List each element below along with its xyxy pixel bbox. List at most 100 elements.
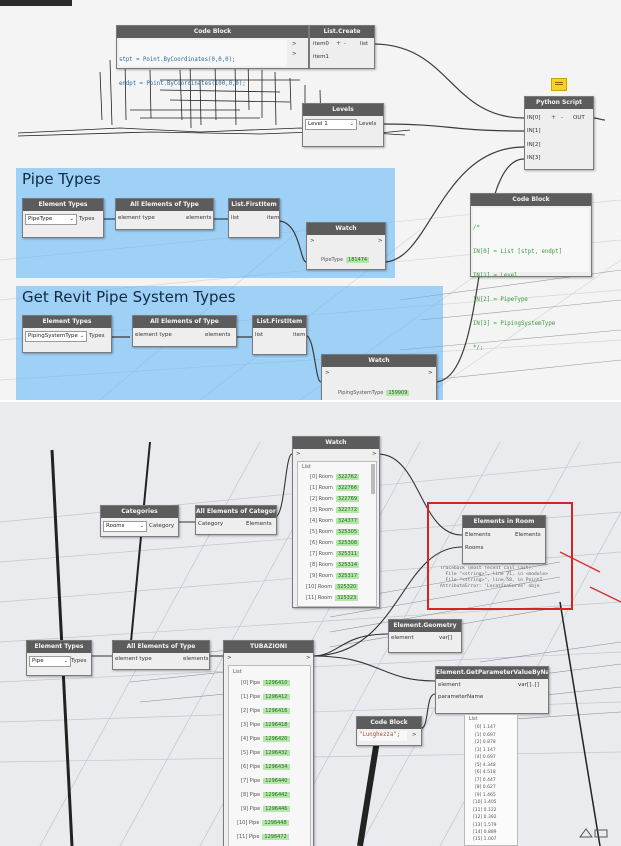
output-port-elements[interactable]: elements — [186, 215, 212, 221]
output-port-elements[interactable]: Elements — [515, 532, 541, 538]
element-types-node[interactable]: Element Types PipeType ⌄ Types — [22, 198, 104, 238]
input-port-category[interactable]: Category — [198, 521, 224, 527]
list-first-item-node[interactable]: List.FirstItem list item — [252, 315, 307, 355]
remove-input-button[interactable]: - — [344, 40, 347, 47]
output-port[interactable]: > — [292, 51, 297, 57]
output-port-types[interactable]: Types — [89, 333, 105, 339]
input-port[interactable]: > — [227, 655, 232, 661]
input-port-elements[interactable]: Elements — [465, 532, 491, 538]
scrollbar[interactable] — [371, 464, 375, 494]
remove-input-button[interactable]: - — [561, 114, 564, 121]
input-port-in2[interactable]: IN[2] — [527, 142, 541, 148]
input-port-in1[interactable]: IN[1] — [527, 128, 541, 134]
view-toggle[interactable] — [578, 824, 610, 839]
code-block-node[interactable]: Code Block "Lunghezza"; > — [356, 716, 422, 746]
input-port-item1[interactable]: item1 — [313, 54, 329, 60]
output-port-elements[interactable]: elements — [205, 332, 231, 338]
parameter-values-list[interactable]: List [0] 1.147 [1] 0.697 [2] 0.878 [3] 1… — [464, 714, 518, 846]
all-elements-of-type-node[interactable]: All Elements of Type element type elemen… — [112, 640, 210, 670]
add-input-button[interactable]: + — [551, 114, 557, 121]
code-editor[interactable]: /* IN[0] = List [stpt, endpt] IN[1] = Le… — [473, 208, 589, 351]
code-block-node[interactable]: Code Block stpt = Point.ByCoordinates(0,… — [116, 25, 309, 87]
list-first-item-node[interactable]: List.FirstItem list item — [228, 198, 280, 238]
input-port-element[interactable]: element — [438, 682, 461, 688]
geometry-view-icon[interactable] — [578, 827, 610, 839]
element-types-dropdown[interactable]: PipeType ⌄ — [25, 214, 77, 225]
output-port[interactable]: > — [306, 655, 311, 661]
input-port-element[interactable]: element — [391, 635, 414, 641]
list-create-node[interactable]: List.Create item0 + - list item1 — [309, 25, 375, 69]
all-elements-of-type-node[interactable]: All Elements of Type element type elemen… — [115, 198, 214, 230]
element-types-dropdown[interactable]: Pipe ⌄ — [29, 656, 71, 667]
output-port[interactable]: > — [372, 451, 377, 457]
input-port-list[interactable]: list — [255, 332, 264, 338]
list-item: [3] 1.147 — [475, 747, 496, 753]
all-elements-of-type-node[interactable]: All Elements of Type element type elemen… — [132, 315, 237, 347]
dropdown-value: Level 1 — [308, 121, 328, 127]
node-title: Element Types — [23, 199, 103, 211]
input-port-in0[interactable]: IN[0] — [527, 115, 541, 121]
panel-divider — [0, 400, 621, 402]
element-types-dropdown[interactable]: PipingSystemType ⌄ — [25, 331, 87, 342]
python-script-node[interactable]: Python Script IN[0] + - OUT IN[1] IN[2] … — [524, 96, 594, 170]
code-block-comment-node[interactable]: Code Block /* IN[0] = List [stpt, endpt]… — [470, 193, 592, 351]
top-canvas[interactable]: Pipe Types Get Revit Pipe System Types C… — [0, 0, 621, 400]
input-port-element-type[interactable]: element type — [118, 215, 155, 221]
output-port-types[interactable]: Types — [71, 658, 87, 664]
code-editor[interactable]: stpt = Point.ByCoordinates(0,0,0); endpt… — [119, 40, 287, 87]
element-types-node[interactable]: Element Types Pipe ⌄ Types — [26, 640, 92, 676]
output-port-item[interactable]: item — [293, 332, 306, 338]
element-types-node[interactable]: Element Types PipingSystemType ⌄ Types — [22, 315, 112, 353]
output-port-category[interactable]: Category — [149, 523, 175, 529]
categories-node[interactable]: Categories Rooms ⌄ Category — [100, 505, 179, 537]
output-port-out[interactable]: OUT — [573, 115, 585, 121]
element-geometry-node[interactable]: Element.Geometry element var[] — [388, 619, 462, 653]
output-port-var[interactable]: var[] — [439, 635, 453, 641]
output-port[interactable]: > — [292, 41, 297, 47]
output-port-levels[interactable]: Levels — [359, 121, 377, 127]
note-icon[interactable] — [551, 78, 567, 91]
bottom-canvas[interactable]: Categories Rooms ⌄ Category All Elements… — [0, 402, 621, 846]
input-port-parameter-name[interactable]: parameterName — [438, 694, 484, 700]
output-port-var[interactable]: var[]..[] — [518, 682, 539, 688]
categories-dropdown[interactable]: Rooms ⌄ — [103, 521, 147, 532]
output-port-list[interactable]: list — [360, 41, 369, 47]
get-parameter-value-node[interactable]: Element.GetParameterValueByName element … — [435, 666, 549, 714]
input-port[interactable]: > — [310, 238, 315, 244]
output-port[interactable]: > — [378, 238, 383, 244]
input-port-item0[interactable]: item0 — [313, 41, 329, 47]
output-port-elements[interactable]: elements — [183, 656, 209, 662]
levels-node[interactable]: Levels Level 1 ⌄ Levels — [302, 103, 384, 147]
code-editor[interactable]: "Lunghezza"; — [359, 731, 407, 741]
output-port-elements[interactable]: Elements — [246, 521, 272, 527]
output-port[interactable]: > — [412, 732, 417, 738]
all-elements-of-category-node[interactable]: All Elements of Category Category Elemen… — [195, 505, 277, 535]
levels-dropdown[interactable]: Level 1 ⌄ — [305, 119, 357, 130]
output-port[interactable]: > — [428, 370, 433, 376]
input-port-rooms[interactable]: Rooms — [465, 545, 484, 551]
add-input-button[interactable]: + — [336, 40, 342, 47]
list-label: List — [302, 464, 311, 470]
input-port-list[interactable]: list — [231, 215, 240, 221]
node-title: Code Block — [357, 717, 421, 729]
input-port-in3[interactable]: IN[3] — [527, 155, 541, 161]
output-port-types[interactable]: Types — [79, 216, 95, 222]
output-port-item[interactable]: item — [267, 215, 280, 221]
input-port-element-type[interactable]: element type — [115, 656, 152, 662]
input-port-element-type[interactable]: element type — [135, 332, 172, 338]
input-port[interactable]: > — [325, 370, 330, 376]
elements-in-room-node[interactable]: Elements in Room Elements Elements Rooms — [462, 515, 546, 564]
input-port[interactable]: > — [296, 451, 301, 457]
